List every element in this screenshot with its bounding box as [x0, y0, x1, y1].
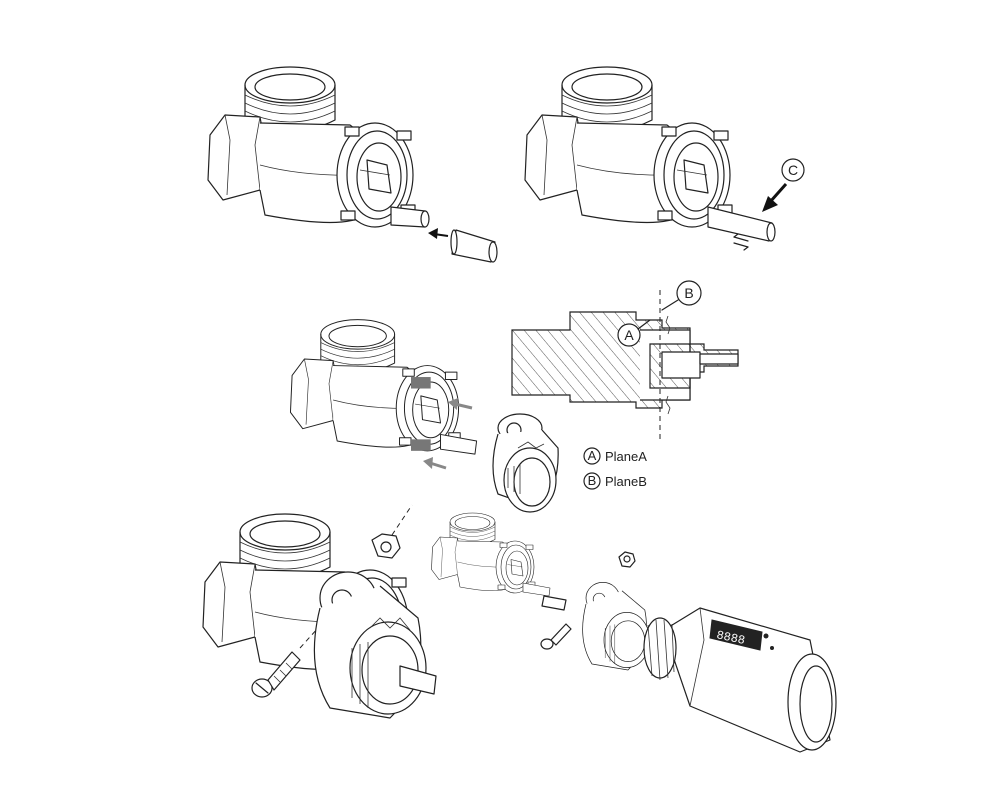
- screw-icon: [251, 627, 319, 698]
- legend: A PlaneA B PlaneB: [583, 447, 647, 490]
- svg-text:PlaneA: PlaneA: [605, 449, 647, 464]
- adapter-icon: [492, 413, 559, 513]
- grey-arrow-bottom-icon: [423, 457, 447, 470]
- section-view: [511, 290, 739, 440]
- svg-text:C: C: [788, 162, 798, 178]
- svg-text:A: A: [624, 327, 634, 343]
- svg-text:A: A: [588, 448, 597, 463]
- step3-valve: [289, 319, 478, 455]
- step1-valve: [207, 66, 430, 228]
- svg-text:B: B: [588, 473, 597, 488]
- thermostat-head-icon: 8888: [643, 607, 837, 753]
- adapter-large-icon: [313, 571, 437, 719]
- callout-b: B: [661, 280, 702, 311]
- nut-icon: [371, 504, 413, 559]
- callout-a: A: [617, 319, 651, 347]
- slide-arrows-icon: [733, 233, 749, 251]
- small-adapter-icon: [582, 582, 650, 671]
- callout-c: C: [781, 158, 805, 182]
- svg-text:8888: 8888: [715, 628, 746, 648]
- small-liner-icon: [541, 595, 567, 611]
- insert-arrow-icon: [428, 228, 449, 239]
- step2-valve: [524, 66, 776, 242]
- small-screw-icon: [540, 623, 572, 650]
- grey-arrow-top-icon: [448, 398, 473, 410]
- svg-text:PlaneB: PlaneB: [605, 474, 647, 489]
- small-nut-icon: [618, 551, 636, 568]
- step5-valve: [431, 512, 551, 597]
- legend-item-a: A PlaneA: [583, 447, 647, 465]
- legend-item-b: B PlaneB: [583, 472, 647, 490]
- svg-text:B: B: [684, 285, 693, 301]
- press-arrow-icon: [762, 183, 788, 212]
- liner-icon: [450, 229, 498, 263]
